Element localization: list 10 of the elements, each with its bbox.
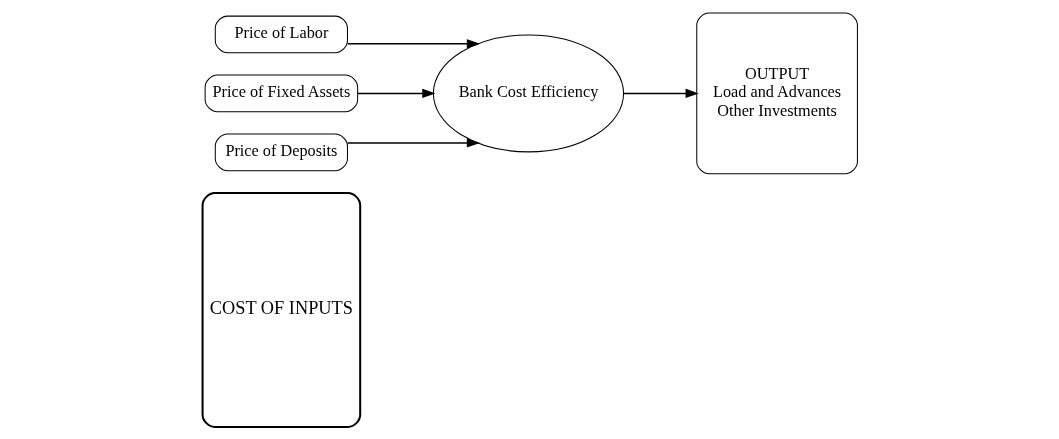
node-box: OUTPUT Load and Advances Other Investments [695, 12, 858, 174]
node-box: COST OF INPUTS [201, 191, 361, 428]
arrow [346, 137, 480, 148]
node-box: Price of Deposits [214, 133, 348, 171]
arrow [622, 88, 699, 98]
node-ellipse: Bank Cost Efficiency [432, 33, 624, 152]
arrow [346, 38, 480, 48]
arrow [356, 88, 435, 98]
node-box: Price of Fixed Assets [204, 74, 358, 112]
node-box: Price of Labor [214, 15, 348, 53]
